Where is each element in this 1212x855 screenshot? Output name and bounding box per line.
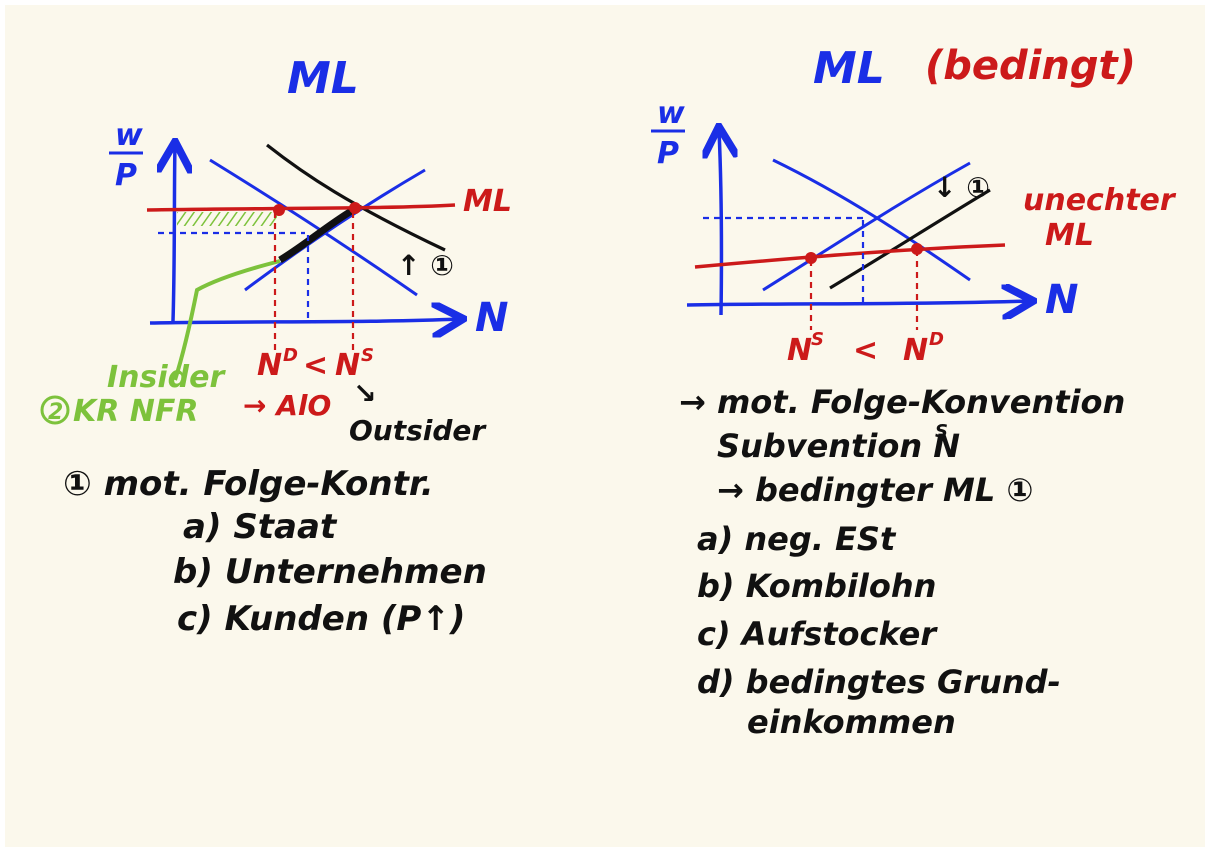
left-ns-point xyxy=(349,202,361,214)
left-note-line: c) Kunden (P↑) xyxy=(177,599,465,639)
whiteboard-sheet: ML w P N ML ↑ ① N D < N S Insider 2 KR N… xyxy=(5,5,1205,847)
right-note-line: → mot. Folge-Konvention xyxy=(679,383,1125,421)
right-less-than: < xyxy=(853,333,878,368)
left-note-line: a) Staat xyxy=(183,507,338,547)
left-note-line: b) Unternehmen xyxy=(173,552,487,592)
left-notes: ① mot. Folge-Kontr. a) Staat b) Unterneh… xyxy=(63,464,487,639)
right-note-line: → bedingter ML ① xyxy=(717,471,1034,509)
right-y-label-bottom: P xyxy=(657,136,679,171)
outsider-label: Outsider xyxy=(349,414,487,447)
left-x-axis-label: N xyxy=(475,295,508,341)
right-demand-curve xyxy=(772,158,971,282)
right-note-line: c) Aufstocker xyxy=(697,615,938,653)
right-note-line: b) Kombilohn xyxy=(697,567,936,605)
left-min-wage-label: ML xyxy=(463,184,512,219)
right-note-line: Subvention N xyxy=(717,427,960,465)
left-y-axis xyxy=(173,145,175,322)
left-nd-label: N xyxy=(257,348,282,383)
left-title: ML xyxy=(287,53,359,104)
right-title-note: (bedingt) xyxy=(925,43,1136,89)
right-ns-label: N xyxy=(787,333,812,368)
right-x-axis-label: N xyxy=(1045,277,1078,323)
right-shifted-supply xyxy=(829,188,991,290)
left-insider-pointer xyxy=(173,259,281,381)
left-thick-supply-segment xyxy=(278,207,355,264)
insider-number-circle xyxy=(40,395,70,425)
right-x-axis xyxy=(686,301,1030,305)
left-ns-label: N xyxy=(335,348,360,383)
right-ns-point xyxy=(805,252,817,264)
kr-nfr-label: KR NFR xyxy=(73,394,199,429)
left-supply-curve xyxy=(244,168,426,292)
outsider-arrow: ↘ xyxy=(353,377,376,410)
right-real-ml-label-2: ML xyxy=(1045,218,1094,253)
left-min-wage-line xyxy=(146,203,456,212)
left-nd-point xyxy=(273,204,285,216)
right-nd-sup: D xyxy=(929,329,944,350)
insider-number: 2 xyxy=(48,400,63,425)
right-nd-label: N xyxy=(903,333,928,368)
right-min-wage-line xyxy=(694,243,1006,269)
right-notes: → mot. Folge-Konvention Subvention N → b… xyxy=(679,383,1125,741)
right-real-ml-label-1: unechter xyxy=(1023,183,1177,218)
left-note-line: ① mot. Folge-Kontr. xyxy=(63,464,434,504)
left-x-axis xyxy=(149,319,460,323)
right-note-line: a) neg. ESt xyxy=(697,520,897,558)
right-nd-point xyxy=(911,243,923,255)
right-y-axis xyxy=(719,130,721,316)
right-title-ml: ML xyxy=(813,43,885,94)
left-demand-curve xyxy=(209,158,418,297)
diagram-canvas: ML w P N ML ↑ ① N D < N S Insider 2 KR N… xyxy=(40,43,1177,741)
left-less-than: < xyxy=(303,348,328,383)
right-y-label-top: w xyxy=(657,96,685,131)
left-nd-sup: D xyxy=(283,345,298,366)
right-supply-curve xyxy=(762,161,971,292)
right-note-line: einkommen xyxy=(747,703,956,741)
right-subvention-sup: S xyxy=(935,421,948,442)
right-ns-sup: S xyxy=(811,329,824,350)
alo-label: → AlO xyxy=(243,389,331,422)
insider-label: Insider xyxy=(107,360,226,395)
left-shift-marker: ↑ ① xyxy=(397,249,454,282)
left-insider-rent-area xyxy=(177,212,277,226)
right-shift-marker: ↓ ① xyxy=(933,171,990,204)
right-note-line: d) bedingtes Grund- xyxy=(697,663,1061,701)
left-y-label-top: w xyxy=(115,118,143,153)
left-shifted-curve xyxy=(266,143,446,252)
left-y-label-bottom: P xyxy=(115,158,137,193)
left-ns-sup: S xyxy=(361,345,374,366)
